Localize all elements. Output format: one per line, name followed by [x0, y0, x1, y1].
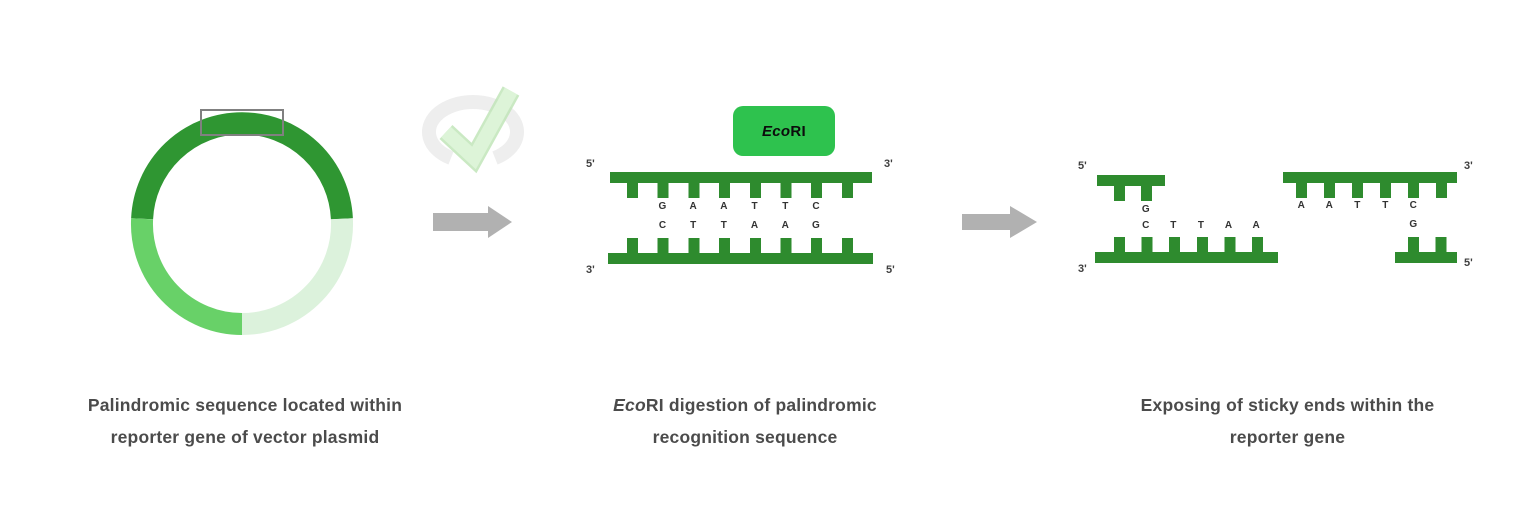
fragment-bottom-right-bar — [1395, 252, 1457, 263]
dna-bottom-strand-teeth — [626, 238, 854, 254]
arrow-right-icon-2 — [962, 206, 1037, 238]
plasmid-segment-mid — [131, 218, 243, 335]
caption-sticky-ends: Exposing of sticky ends within the repor… — [1090, 389, 1485, 453]
base-letter: A — [1325, 200, 1334, 211]
enzyme-name-rest: RI — [790, 122, 807, 140]
caption-plasmid-line1: Palindromic sequence located within — [87, 395, 403, 415]
plasmid-ring — [131, 109, 353, 335]
plasmid-segment-dark — [131, 112, 353, 220]
fragment-bottom-left-teeth — [1113, 237, 1264, 253]
checkmark-watermark-icon — [422, 86, 524, 174]
base-letter: A — [720, 201, 728, 212]
caption-digestion: EcoRI digestion of palindromic recogniti… — [570, 389, 920, 453]
base-letter: T — [751, 201, 759, 212]
strand-end-label: 5' — [886, 264, 895, 276]
checkmark-icon — [441, 87, 518, 170]
dna-top-strand-teeth — [626, 182, 854, 198]
base-letter: T — [1197, 220, 1205, 231]
caption-digestion-italic: Eco — [613, 395, 646, 415]
caption-digestion-rest: RI digestion of palindromic — [645, 395, 877, 415]
base-letter: A — [750, 220, 759, 231]
dna-top-strand-bar — [610, 172, 872, 183]
base-letter: G — [1409, 219, 1418, 230]
plasmid-segment-pale — [241, 218, 353, 335]
base-letter: A — [1224, 220, 1233, 231]
strand-end-label: 5' — [1078, 160, 1087, 172]
caption-digestion-line2: recognition sequence — [652, 427, 838, 447]
caption-plasmid-line2: reporter gene of vector plasmid — [110, 427, 380, 447]
strand-end-label: 3' — [586, 264, 595, 276]
base-letter: G — [658, 201, 667, 212]
dna-bottom-strand-bar — [608, 253, 873, 264]
base-letter: T — [720, 220, 728, 231]
watermark-swoosh — [422, 95, 524, 165]
caption-digestion-line1: EcoRI digestion of palindromic — [570, 389, 920, 421]
base-letter: T — [690, 220, 697, 231]
strand-end-label: 5' — [586, 158, 595, 170]
base-letter: A — [689, 201, 698, 212]
strand-end-label: 5' — [1464, 257, 1473, 269]
fragment-bottom-right-teeth — [1408, 237, 1447, 253]
fragment-bottom-left-bar — [1095, 252, 1278, 263]
base-letter: T — [1170, 220, 1177, 231]
base-letter: T — [1382, 200, 1389, 211]
arrow-right-icon-1 — [433, 206, 512, 238]
caption-sticky-ends-line2: reporter gene — [1229, 427, 1346, 447]
strand-end-label: 3' — [1464, 160, 1473, 172]
fragment-top-right-teeth — [1296, 182, 1448, 198]
base-letter: T — [1354, 200, 1361, 211]
fragment-top-left-teeth — [1113, 185, 1153, 201]
base-letter: A — [781, 220, 790, 231]
base-letter: A — [1252, 220, 1261, 231]
palindrome-selection-box — [200, 109, 284, 136]
caption-plasmid: Palindromic sequence located within repo… — [35, 389, 455, 453]
base-letter: A — [1297, 200, 1306, 211]
base-letter: C — [1409, 200, 1418, 211]
base-letter: C — [1142, 220, 1150, 231]
base-letter: C — [812, 201, 821, 212]
strand-end-label: 3' — [884, 158, 893, 170]
enzyme-name-italic: Eco — [761, 122, 791, 140]
fragment-top-right-bar — [1283, 172, 1457, 183]
base-letter: G — [1141, 204, 1151, 215]
base-letter: G — [812, 220, 821, 231]
caption-sticky-ends-line1: Exposing of sticky ends within the — [1140, 395, 1435, 415]
strand-end-label: 3' — [1078, 263, 1087, 275]
base-letter: T — [782, 201, 789, 212]
fragment-top-left-bar — [1097, 175, 1165, 186]
base-letter: C — [658, 220, 667, 231]
